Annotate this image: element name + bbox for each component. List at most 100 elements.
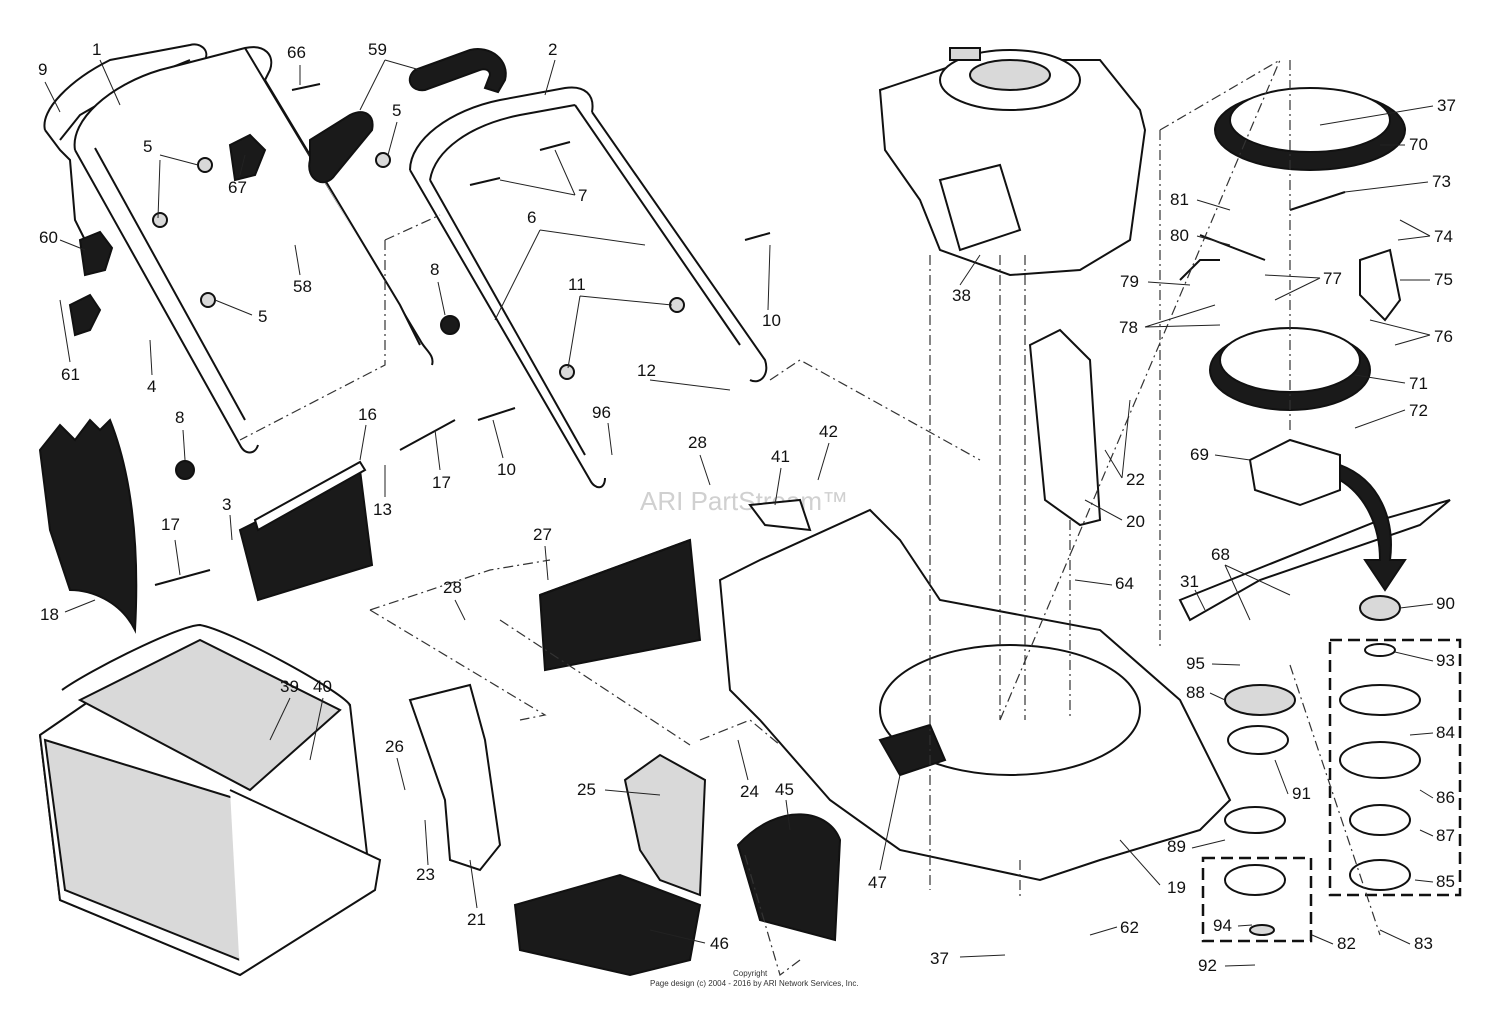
callout-42: 42 [819,422,838,441]
callout-16: 16 [358,405,377,424]
mulch-plug-18 [38,418,138,634]
blade-adapter-69 [1248,438,1341,507]
copyright-line-2: Page design (c) 2004 - 2016 by ARI Netwo… [650,979,859,988]
callout-46: 46 [710,934,729,953]
callout-4: 4 [147,377,156,396]
bearing-stack-left [1224,684,1296,936]
callout-94: 94 [1213,916,1232,935]
rear-flap [238,460,374,602]
callout-28b: 28 [443,578,462,597]
callout-1: 1 [92,40,101,59]
callout-5a: 5 [143,137,152,156]
callout-92: 92 [1198,956,1217,975]
callout-68: 68 [1211,545,1230,564]
callout-26: 26 [385,737,404,756]
callout-8a: 8 [430,260,439,279]
callout-87: 87 [1436,826,1455,845]
callout-60: 60 [39,228,58,247]
grass-bag [38,623,382,977]
callout-10a: 10 [762,311,781,330]
callout-77: 77 [1323,269,1342,288]
side-plates [408,328,1102,872]
callout-17b: 17 [161,515,180,534]
brake-arm [1179,248,1402,322]
callout-25: 25 [577,780,596,799]
callout-76: 76 [1434,327,1453,346]
callout-64: 64 [1115,574,1134,593]
callout-31: 31 [1180,572,1199,591]
callout-12: 12 [637,361,656,380]
callout-13: 13 [373,500,392,519]
callout-61: 61 [61,365,80,384]
upper-handle-left [43,43,434,454]
control-bar [44,129,86,241]
bearing-stack-right [1339,595,1421,891]
callout-69: 69 [1190,445,1209,464]
callout-79: 79 [1120,272,1139,291]
callout-58: 58 [293,277,312,296]
callout-82: 82 [1337,934,1356,953]
engine [878,47,1147,277]
callout-93: 93 [1436,651,1455,670]
callout-71: 71 [1409,374,1428,393]
callout-41: 41 [771,447,790,466]
callout-37b: 37 [930,949,949,968]
callout-91: 91 [1292,784,1311,803]
callout-2: 2 [548,40,557,59]
arrow-to-kit [1339,463,1407,592]
callout-81: 81 [1170,190,1189,209]
callout-86: 86 [1436,788,1455,807]
kit-box-83 [1328,638,1462,897]
callout-10b: 10 [497,460,516,479]
cable-brackets [68,133,267,337]
callout-11: 11 [568,275,586,294]
callout-23: 23 [416,865,435,884]
callout-28a: 28 [688,433,707,452]
callout-18: 18 [40,605,59,624]
mower-deck [718,508,1232,882]
callout-59: 59 [368,40,387,59]
callout-21: 21 [467,910,486,929]
callout-7: 7 [578,186,587,205]
callout-20: 20 [1126,512,1145,531]
springs [1199,191,1346,261]
callout-37a: 37 [1437,96,1456,115]
callout-70: 70 [1409,135,1428,154]
callout-72: 72 [1409,401,1428,420]
callout-6: 6 [527,208,536,227]
callout-95: 95 [1186,654,1205,673]
callout-67: 67 [228,178,247,197]
callout-8b: 8 [175,408,184,427]
callout-9: 9 [38,60,47,79]
deflector-41 [748,498,812,532]
callout-47: 47 [868,873,887,892]
callout-5c: 5 [258,307,267,326]
copyright-line-1: Copyright [733,969,768,978]
callout-17a: 17 [432,473,451,492]
callout-75: 75 [1434,270,1453,289]
callout-80: 80 [1170,226,1189,245]
callout-22: 22 [1126,470,1145,489]
knobs-and-washers [152,83,771,586]
callout-84: 84 [1436,723,1455,742]
callout-labels: 1 2 3 4 5 5 5 6 7 8 8 9 10 10 11 12 13 1… [38,40,1456,975]
callout-85: 85 [1436,872,1455,891]
callout-3: 3 [222,495,231,514]
discharge-door [513,753,842,977]
callout-45: 45 [775,780,794,799]
callout-74: 74 [1434,227,1453,246]
watermark: ARI PartStream™ [640,486,848,516]
callout-40: 40 [313,677,332,696]
callout-62: 62 [1120,918,1139,937]
callout-90: 90 [1436,594,1455,613]
hoses [308,48,507,184]
callout-88: 88 [1186,683,1205,702]
assembly-lines [239,59,1381,976]
callout-24: 24 [740,782,759,801]
brake-pulley-70 [1214,87,1406,171]
callout-39: 39 [280,677,299,696]
callout-38: 38 [952,286,971,305]
callout-19: 19 [1167,878,1186,897]
lower-handle-right [409,86,768,489]
